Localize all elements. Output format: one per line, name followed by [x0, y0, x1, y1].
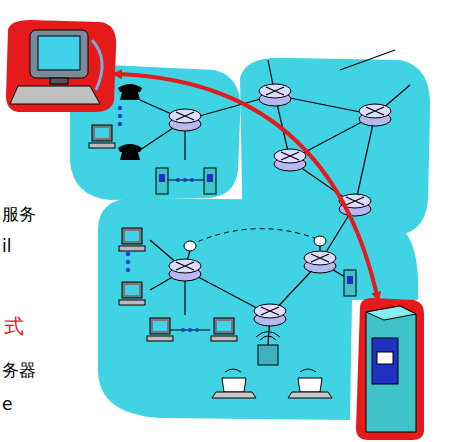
- server-icon: [204, 168, 216, 194]
- satellite-dish: [184, 236, 326, 251]
- side-text: 务器: [2, 360, 36, 380]
- side-text: il: [2, 236, 11, 256]
- router-symbol: [169, 109, 201, 131]
- router-symbol: [254, 304, 286, 326]
- side-text: e: [2, 394, 12, 414]
- router-symbol: [259, 84, 291, 106]
- server-computer: [366, 306, 416, 432]
- ellipsis-dots: [118, 106, 199, 332]
- computer-icon: [89, 125, 115, 148]
- router-symbol: [169, 259, 201, 281]
- satellite-link: [190, 229, 320, 245]
- router-symbol: [304, 251, 336, 273]
- side-text: 服务: [2, 204, 36, 224]
- base-station: [258, 345, 278, 365]
- side-text: 式: [4, 314, 24, 338]
- client-computer: [10, 30, 102, 104]
- computer-icon: [119, 282, 145, 305]
- communication-arrow: [114, 74, 378, 300]
- wireless-waves: [225, 332, 316, 373]
- computer-icon: [211, 318, 237, 341]
- server-icon: [344, 270, 356, 296]
- computer-icon: [147, 318, 173, 341]
- router-symbol: [359, 104, 391, 126]
- server-highlight: [356, 298, 424, 440]
- server-icon: [156, 168, 168, 194]
- laptop-icon: [212, 378, 332, 398]
- router-symbol: [274, 149, 306, 171]
- telephone-icon: [118, 84, 142, 160]
- client-highlight: [6, 20, 116, 112]
- computer-icon: [119, 228, 145, 251]
